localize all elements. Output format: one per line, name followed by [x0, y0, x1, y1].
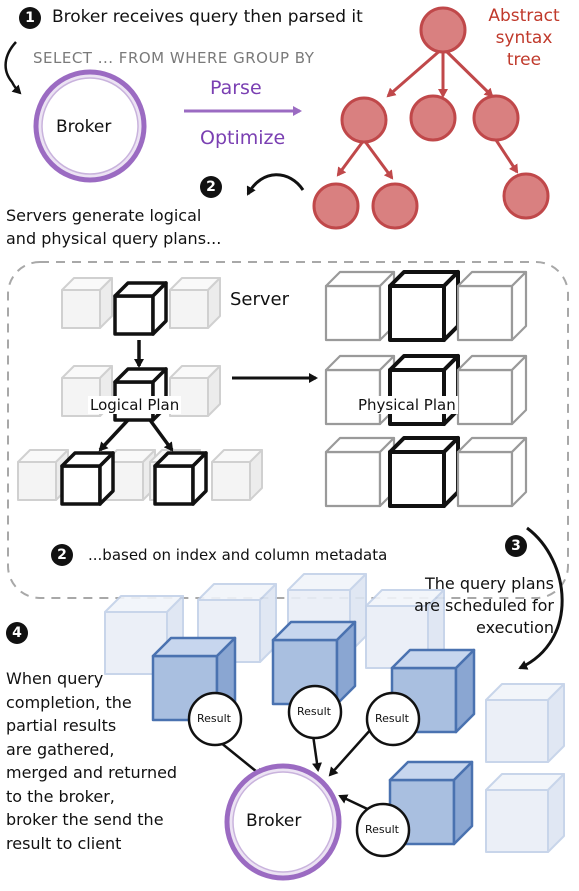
- result-node-4: [355, 802, 411, 858]
- result-label-3: Result: [375, 712, 409, 725]
- step2-caption-line1: Servers generate logical: [6, 206, 202, 225]
- logical-cube: [60, 451, 115, 506]
- physical-plan-label: Physical Plan: [356, 396, 458, 414]
- step2-footnote: ...based on index and column metadata: [88, 546, 388, 564]
- server-label: Server: [230, 289, 290, 310]
- step2-caption-line2: and physical query plans...: [6, 229, 222, 248]
- ghost-cube: [61, 277, 113, 329]
- logical-plan-label: Logical Plan: [88, 396, 182, 414]
- faint-blue-cubes: [104, 573, 565, 853]
- ast-leaf-3: [502, 172, 550, 220]
- broker-label-top: Broker: [56, 117, 112, 137]
- result-node-2: [287, 684, 343, 740]
- step2-footnote-badge: 2: [51, 544, 73, 566]
- physical-cube: [324, 270, 396, 342]
- ghost-cube: [169, 277, 221, 329]
- broker-node-top: [33, 69, 147, 183]
- physical-cube-active: [388, 270, 460, 342]
- ast-label-line3: tree: [506, 50, 542, 70]
- sql-query-text: SELECT ... FROM WHERE GROUP BY: [33, 49, 315, 67]
- step4-badge: 4: [6, 622, 28, 644]
- optimize-label: Optimize: [200, 127, 286, 149]
- step3-caption-line3: execution: [476, 618, 554, 637]
- parse-label: Parse: [210, 77, 262, 99]
- step4-paragraph: When query completion, the partial resul…: [6, 667, 177, 855]
- logical-plan-cubes: [60, 281, 208, 506]
- step4-line-4: are gathered,: [6, 739, 115, 759]
- server-box: [7, 261, 569, 599]
- broker-node-bottom: [224, 763, 342, 881]
- ast-leaf-2: [371, 182, 419, 230]
- logical-plan-arrows: [98, 340, 174, 452]
- step1-badge: 1: [19, 7, 41, 29]
- step3-caption-line1: The query plans: [425, 574, 554, 593]
- physical-cube: [456, 436, 528, 508]
- ast-node-root: [419, 6, 467, 54]
- physical-plan-cubes: [324, 270, 528, 508]
- step1-caption: Broker receives query then parsed it: [52, 7, 363, 27]
- ast-node-right: [472, 94, 520, 142]
- ast-label: Abstract syntax tree: [484, 5, 564, 71]
- physical-cube-active: [388, 436, 460, 508]
- step4-line-7: broker the send the: [6, 810, 164, 829]
- curved-arrow-step3: [518, 526, 564, 670]
- result-circles: [187, 684, 421, 858]
- result-label-2: Result: [297, 705, 331, 718]
- step4-line-5: merged and returned: [6, 763, 178, 782]
- ghost-cube: [211, 449, 263, 501]
- step2-badge: 2: [200, 176, 222, 198]
- step3-caption: The query plans are scheduled for execut…: [414, 573, 554, 639]
- faint-blue-cube: [485, 773, 565, 853]
- step4-line-6: to the broker,: [6, 786, 115, 806]
- curly-arrow-to-broker: [4, 41, 22, 95]
- logical-cube: [153, 451, 208, 506]
- faint-blue-cube: [485, 683, 565, 763]
- step3-badge: 3: [505, 535, 527, 557]
- ast-node-left: [340, 96, 388, 144]
- physical-cube: [456, 270, 528, 342]
- step4-line-3: partial results: [6, 716, 117, 735]
- step4-line-1: When query: [6, 669, 104, 688]
- physical-cube: [324, 436, 396, 508]
- result-node-1: [187, 691, 243, 747]
- result-node-3: [365, 691, 421, 747]
- result-label-1: Result: [197, 712, 231, 725]
- ast-tree: [312, 6, 550, 230]
- ast-label-line1: Abstract: [488, 6, 560, 26]
- step4-line-8: result to client: [6, 833, 122, 853]
- ast-leaf-1: [312, 182, 360, 230]
- step4-line-2: completion, the: [6, 692, 132, 712]
- result-label-4: Result: [365, 823, 399, 836]
- curved-arrow-step2: [246, 173, 305, 196]
- broker-label-bottom: Broker: [246, 811, 302, 831]
- physical-cube: [456, 354, 528, 426]
- step3-caption-line2: are scheduled for: [414, 596, 554, 615]
- logical-cube: [113, 281, 168, 336]
- ast-node-mid: [409, 94, 457, 142]
- ast-label-line2: syntax: [495, 28, 553, 48]
